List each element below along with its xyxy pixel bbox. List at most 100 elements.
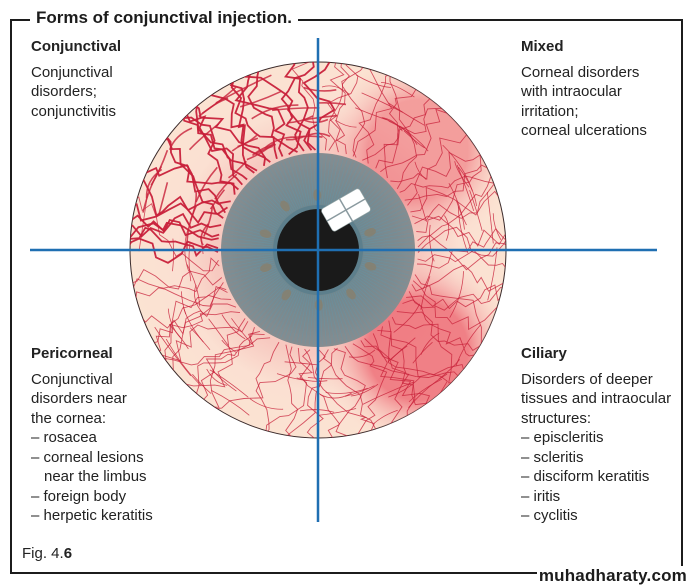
vessel	[322, 349, 378, 438]
vessel-branch	[188, 242, 192, 282]
vessel	[159, 131, 239, 191]
iris-ray	[223, 245, 273, 249]
vessel-branch	[192, 373, 212, 394]
vessel-branch	[276, 373, 307, 381]
iris-ray	[236, 273, 279, 299]
vessel	[344, 346, 410, 435]
iris-crypt	[346, 288, 356, 300]
vessel-branch	[221, 314, 246, 340]
iris-ray	[358, 271, 402, 296]
vessel-branch	[203, 207, 213, 237]
iris-ray	[223, 236, 273, 245]
vessel-branch	[209, 189, 226, 210]
vessel	[407, 134, 492, 206]
description-line: disorders;	[31, 83, 97, 100]
vessel-branch	[414, 161, 427, 180]
quadrant-heading: Conjunctival	[31, 38, 122, 55]
vessel	[130, 212, 222, 238]
vessel	[130, 214, 220, 238]
description-line: Conjunctival	[31, 63, 113, 81]
iris-ray	[224, 257, 273, 268]
vessel	[380, 108, 470, 173]
iris-ray	[325, 156, 336, 205]
vessel	[417, 234, 506, 271]
vessel	[327, 62, 359, 151]
vessel-branch	[198, 97, 229, 118]
iris-ray	[327, 157, 340, 206]
list-item: – episcleritis	[521, 429, 604, 446]
iris-ray	[362, 228, 411, 241]
vessel	[360, 340, 431, 414]
vessel	[255, 346, 297, 438]
iris-ray	[356, 275, 398, 303]
vessel	[135, 177, 229, 225]
vessel-branch	[303, 118, 329, 124]
iris-crypt	[364, 228, 376, 237]
iris-ray	[304, 295, 313, 345]
iris-ray	[348, 284, 381, 322]
vessel-branch	[212, 369, 237, 392]
vessel	[196, 327, 255, 416]
iris-ray	[280, 292, 301, 338]
vessel-branch	[420, 276, 431, 310]
list-item: – corneal lesions	[31, 448, 144, 466]
description-line: conjunctivitis	[31, 102, 117, 120]
iris-ray	[321, 155, 327, 205]
vessel-branch	[200, 223, 209, 246]
vessel	[214, 341, 280, 418]
vessel-branch	[215, 74, 272, 104]
iris-ray	[288, 159, 305, 207]
vessel-branch	[272, 107, 320, 112]
vessel-branch	[208, 318, 229, 346]
vessel	[285, 344, 310, 438]
vessel	[358, 70, 402, 164]
iris-ray	[234, 271, 278, 296]
vessel-branch	[186, 205, 197, 250]
iris-ray	[360, 267, 406, 288]
iris-ray	[363, 245, 413, 249]
vessel-branch	[194, 284, 205, 315]
iris-ray	[223, 253, 273, 259]
vessel-branch	[303, 86, 337, 92]
vessel-branch	[228, 160, 247, 179]
description-line: Conjunctival	[31, 370, 113, 388]
vessel	[130, 226, 219, 258]
iris-ray	[329, 294, 344, 342]
vessel-branch	[188, 123, 219, 151]
vessel-branch	[239, 90, 282, 108]
description-line: corneal ulcerations	[521, 122, 647, 139]
vessel	[160, 311, 241, 373]
vessel	[383, 81, 435, 179]
iris-ray	[240, 276, 281, 307]
description-line: structures:	[521, 409, 592, 427]
iris-ray	[240, 193, 281, 224]
iris-ray	[230, 267, 276, 288]
vessel	[223, 68, 278, 160]
vessel-branch	[296, 377, 328, 382]
iris-ray	[363, 255, 413, 264]
iris-ray	[337, 291, 360, 336]
vessel-branch	[189, 327, 211, 350]
vessel	[412, 280, 506, 311]
list-item: – cyclitis	[521, 507, 578, 524]
vessel-branch	[145, 168, 163, 199]
iris-ray	[230, 212, 276, 233]
iris-ray	[363, 236, 413, 245]
vessel-branch	[388, 102, 425, 126]
vessel	[410, 186, 506, 216]
figure-prefix: Fig. 4.	[22, 545, 64, 562]
iris-crypt	[281, 289, 292, 301]
iris-ray	[276, 164, 299, 209]
iris-ray	[232, 208, 277, 231]
iris-ray	[284, 292, 303, 340]
vessel	[166, 303, 237, 379]
iris-ray	[333, 160, 352, 208]
quadrant-heading: Mixed	[521, 38, 564, 55]
vessel-branch	[231, 318, 253, 345]
vessel	[130, 282, 224, 323]
vessel	[406, 284, 506, 310]
figure-frame	[10, 19, 683, 574]
vessel-branch	[412, 341, 433, 364]
iris-ray	[323, 295, 332, 345]
description-line: irritation;	[521, 102, 579, 120]
